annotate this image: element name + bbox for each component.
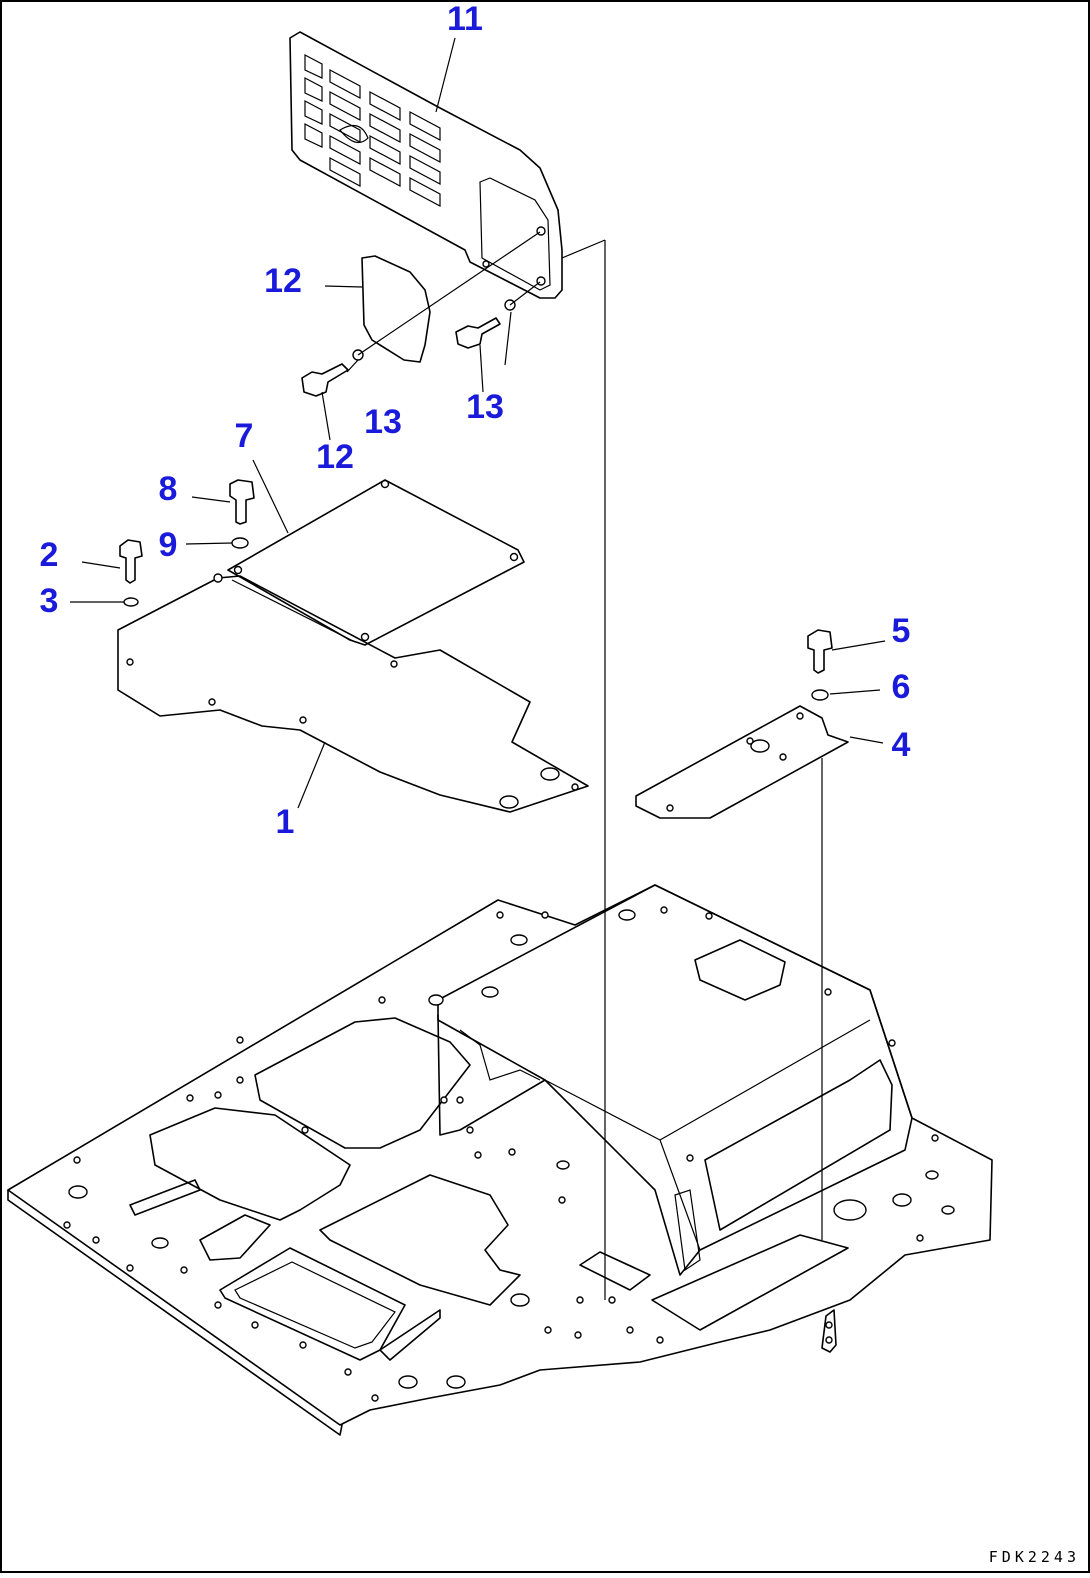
label-4: 4 xyxy=(892,726,911,764)
label-13-left: 13 xyxy=(364,403,402,441)
label-7: 7 xyxy=(235,417,254,455)
label-5: 5 xyxy=(892,612,911,650)
part-11-plate xyxy=(361,255,431,363)
label-8: 8 xyxy=(159,470,178,508)
part-10-grille-cover xyxy=(289,31,563,299)
label-3: 3 xyxy=(40,582,59,620)
label-1: 1 xyxy=(276,803,295,841)
label-12-right: 13 xyxy=(466,388,504,426)
label-12-left: 12 xyxy=(316,438,354,476)
label-9: 9 xyxy=(159,526,178,564)
part-4-plate xyxy=(635,705,849,819)
drawing-code: FDK2243 xyxy=(989,1548,1080,1566)
label-2: 2 xyxy=(40,536,59,574)
leader-lines xyxy=(70,37,886,809)
label-6: 6 xyxy=(892,668,911,706)
part-1-floor-cover xyxy=(117,575,589,813)
part-5-bolt xyxy=(807,629,833,701)
part-2-bolt xyxy=(119,539,143,607)
label-11: 12 xyxy=(264,262,302,300)
base-floor-frame xyxy=(7,884,993,1436)
label-10: 11 xyxy=(447,0,483,38)
